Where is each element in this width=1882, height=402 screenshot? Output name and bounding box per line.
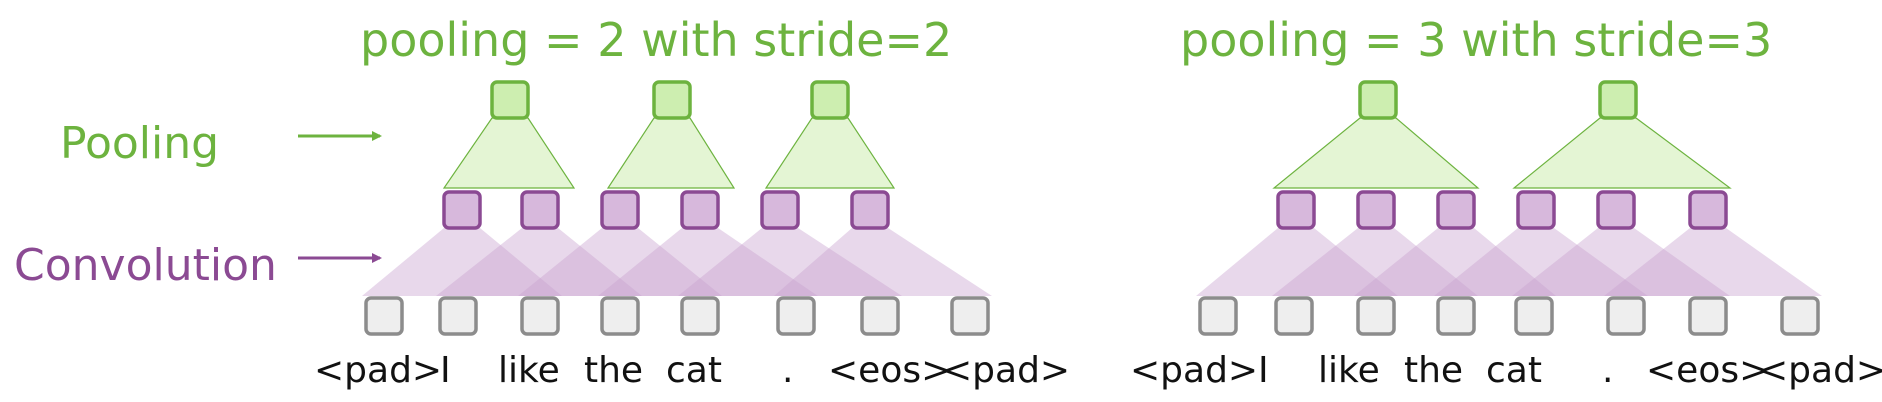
input-node	[520, 296, 560, 336]
pool-node	[1598, 80, 1638, 120]
pool-windows	[442, 117, 896, 189]
pool-windows	[1272, 117, 1732, 189]
input-node	[1514, 296, 1554, 336]
conv-window	[518, 228, 722, 296]
input-node	[1436, 296, 1476, 336]
conv-window	[1512, 228, 1730, 296]
conv-window	[774, 228, 992, 296]
conv-nodes	[1276, 190, 1728, 230]
conv-window	[362, 228, 562, 296]
pool-node	[490, 80, 530, 120]
input-nodes	[364, 296, 990, 336]
conv-windows	[1196, 228, 1822, 296]
token-labels: <pad> I like the cat . <eos> <pad>	[1130, 350, 1882, 391]
token-label: <pad>	[1758, 350, 1882, 391]
conv-node	[1516, 190, 1556, 230]
input-node	[1606, 296, 1646, 336]
conv-window	[1354, 228, 1556, 296]
pool-window	[606, 117, 736, 189]
conv-window	[1272, 228, 1478, 296]
token-label: like	[498, 350, 560, 391]
pool-nodes	[490, 80, 850, 120]
conv-window	[436, 228, 642, 296]
input-node	[950, 296, 990, 336]
token-labels: <pad> I like the cat . <eos> <pad>	[314, 350, 1070, 391]
conv-node	[1596, 190, 1636, 230]
input-node	[1688, 296, 1728, 336]
conv-window	[1196, 228, 1398, 296]
token-label: like	[1318, 350, 1380, 391]
conv-window	[678, 228, 902, 296]
conv-node	[850, 190, 890, 230]
conv-node	[1688, 190, 1728, 230]
token-label: cat	[666, 350, 722, 391]
conv-node	[520, 190, 560, 230]
pool-node	[1358, 80, 1398, 120]
token-label: I	[1258, 350, 1269, 391]
conv-nodes	[442, 190, 890, 230]
input-node	[438, 296, 478, 336]
panel-pool3: pooling = 3 with stride=3 <pad> I like t…	[1130, 13, 1882, 391]
pool-window	[442, 117, 576, 189]
conv-node	[1436, 190, 1476, 230]
token-label: the	[1404, 350, 1463, 391]
panel-title: pooling = 2 with stride=2	[360, 13, 952, 67]
conv-node	[1356, 190, 1396, 230]
conv-node	[1276, 190, 1316, 230]
token-label: cat	[1486, 350, 1542, 391]
conv-windows	[362, 228, 992, 296]
pool-window	[1512, 117, 1732, 189]
token-label: the	[584, 350, 643, 391]
panel-title: pooling = 3 with stride=3	[1180, 13, 1772, 67]
pool-nodes	[1358, 80, 1638, 120]
token-label: .	[1602, 350, 1613, 391]
token-label: .	[782, 350, 793, 391]
conv-node	[760, 190, 800, 230]
pool-node	[652, 80, 692, 120]
conv-window	[598, 228, 818, 296]
pool-window	[764, 117, 896, 189]
input-node	[1356, 296, 1396, 336]
input-nodes	[1198, 296, 1820, 336]
conv-node	[600, 190, 640, 230]
token-label: <eos>	[828, 350, 951, 391]
pool-node	[810, 80, 850, 120]
token-label: <pad>	[314, 350, 442, 391]
input-node	[776, 296, 816, 336]
convolution-row-label: Convolution	[14, 240, 277, 291]
input-node	[860, 296, 900, 336]
input-node	[1780, 296, 1820, 336]
token-label: <pad>	[1130, 350, 1258, 391]
input-node	[364, 296, 404, 336]
conv-node	[442, 190, 482, 230]
conv-window	[1434, 228, 1648, 296]
conv-node	[680, 190, 720, 230]
input-node	[600, 296, 640, 336]
token-label: <pad>	[942, 350, 1070, 391]
conv-window	[1604, 228, 1822, 296]
input-node	[1274, 296, 1314, 336]
panel-pool2: pooling = 2 with stride=2 <pad> I like t…	[314, 13, 1070, 391]
token-label: <eos>	[1646, 350, 1769, 391]
pool-window	[1272, 117, 1480, 189]
pooling-row-label: Pooling	[60, 118, 219, 169]
input-node	[1198, 296, 1238, 336]
input-node	[680, 296, 720, 336]
token-label: I	[440, 350, 451, 391]
